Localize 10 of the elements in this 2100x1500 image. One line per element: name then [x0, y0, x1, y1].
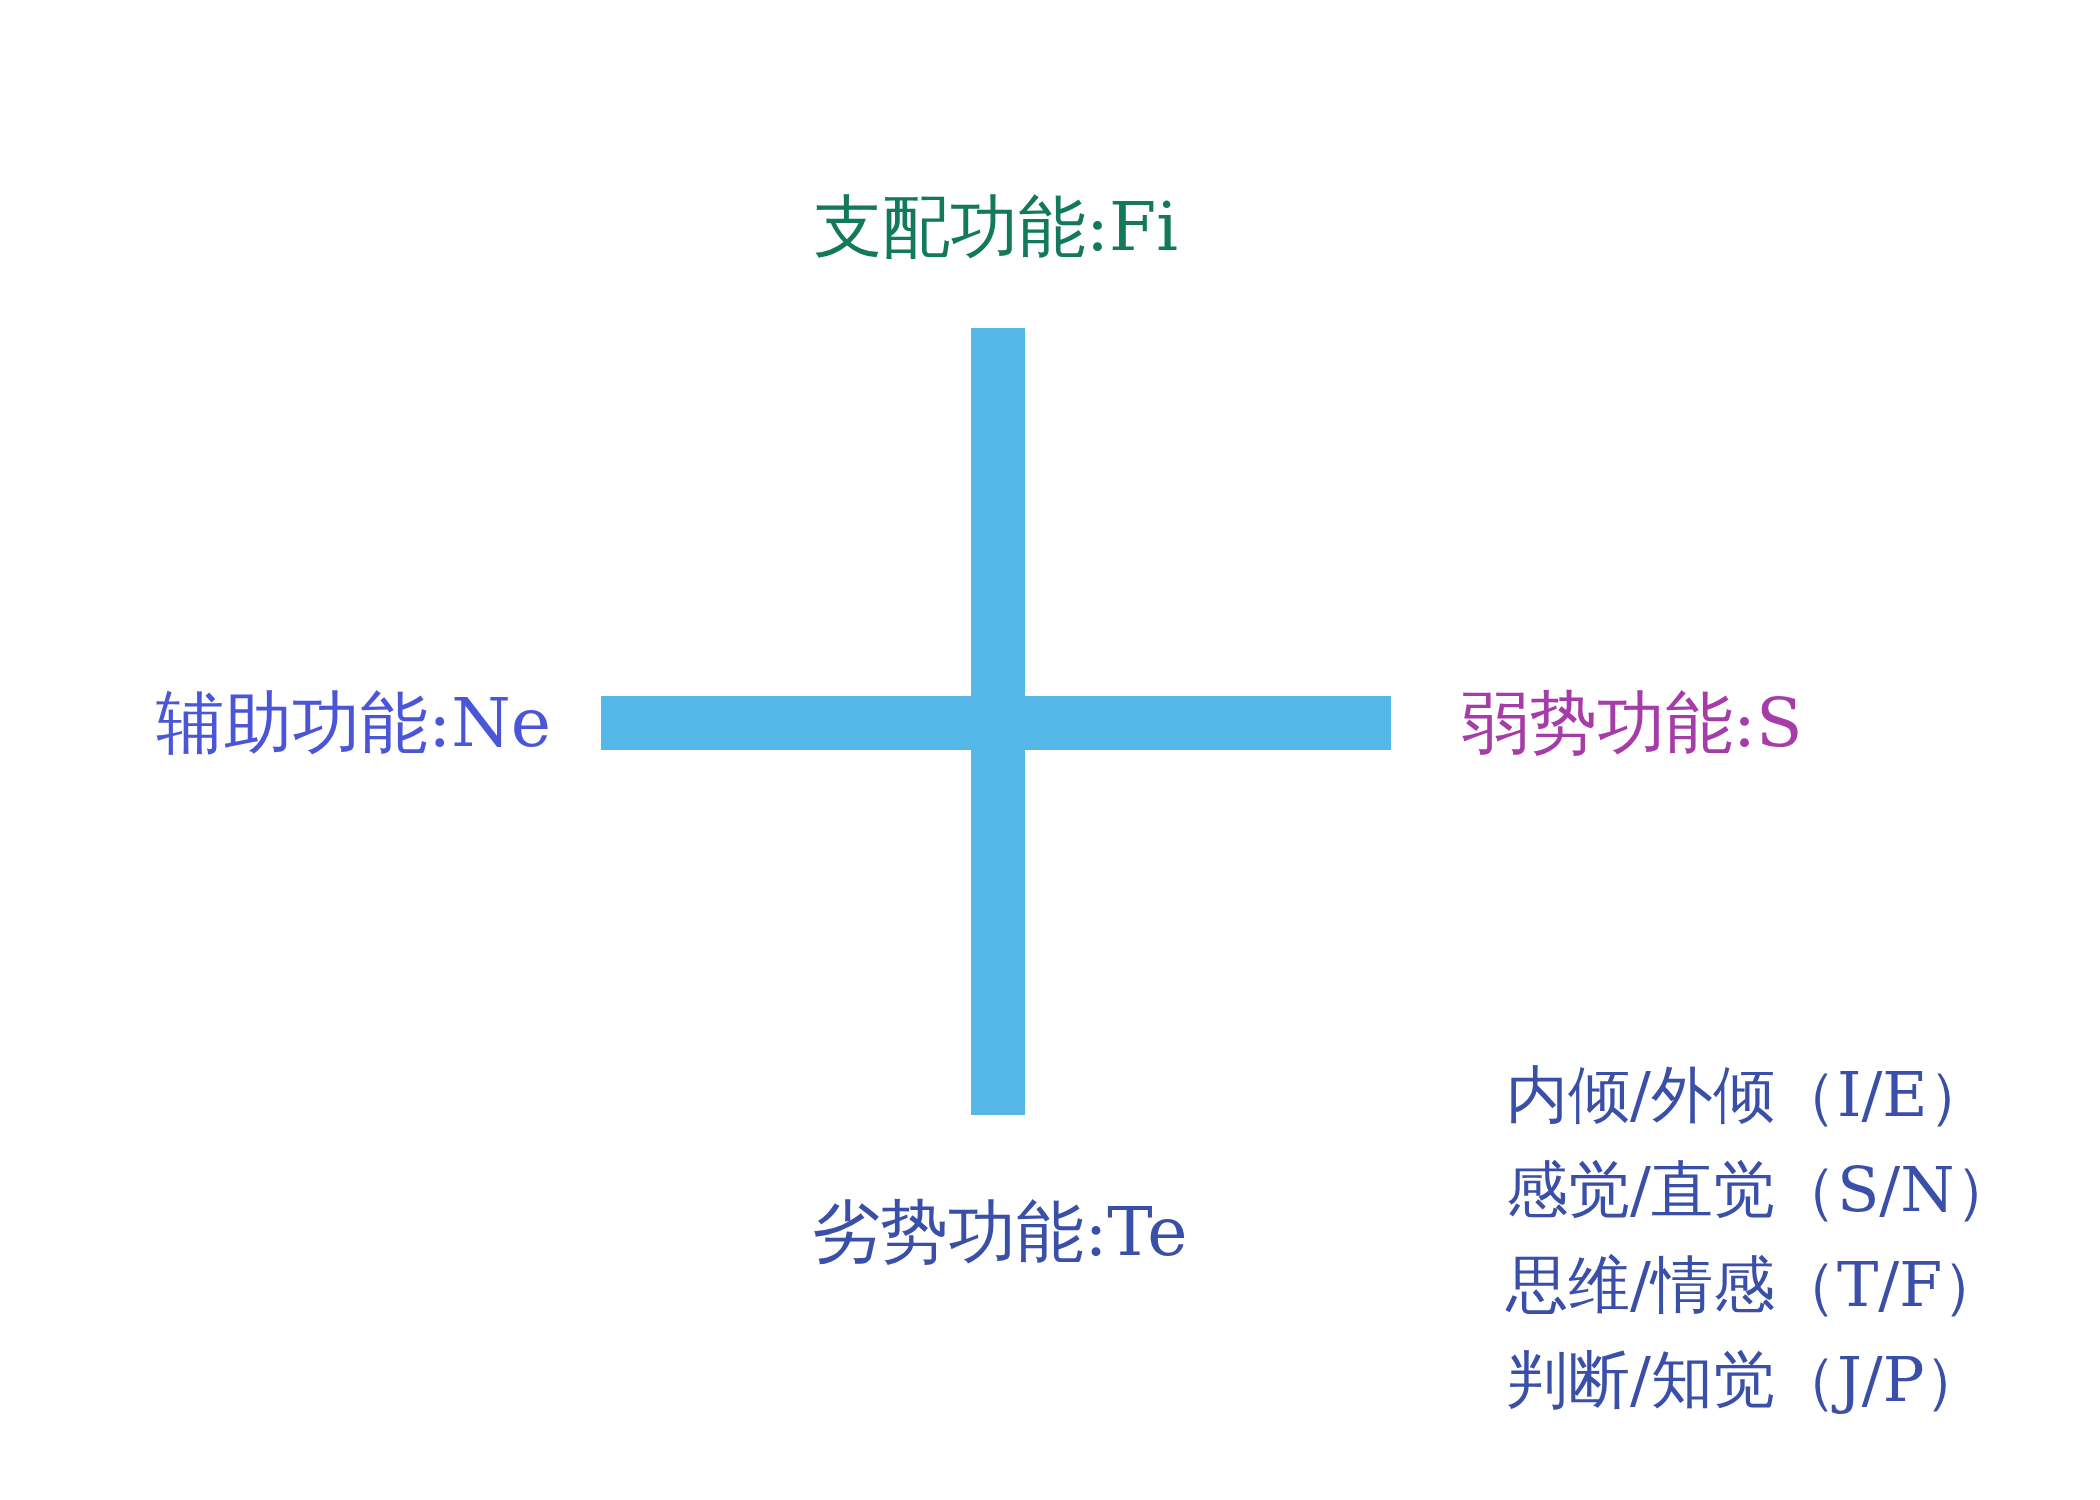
dimension-note: 感觉/直觉（S/N） [1506, 1152, 2017, 1228]
function-label: 辅助功能:Ne [156, 683, 551, 763]
cross-bar [971, 328, 1025, 1115]
cross-bar [601, 696, 1391, 750]
function-label: 支配功能:Fi [814, 187, 1178, 266]
function-label: 劣势功能:Te [812, 1193, 1188, 1272]
dimension-note: 判断/知觉（J/P） [1506, 1342, 1987, 1418]
function-label: 弱势功能:S [1461, 683, 1803, 763]
dimension-note: 内倾/外倾（I/E） [1506, 1057, 1990, 1133]
dimension-note: 思维/情感（T/F） [1506, 1247, 2005, 1323]
